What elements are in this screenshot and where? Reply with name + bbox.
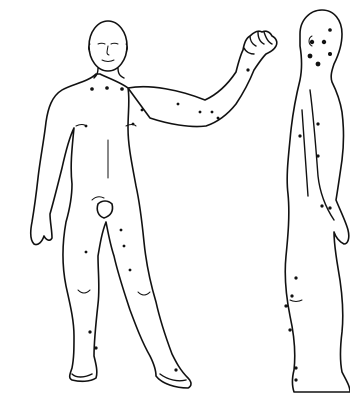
side-point [308,54,313,59]
front-point [177,103,180,106]
front-point [141,109,144,112]
side-point [328,28,332,32]
front-point [120,229,123,232]
front-point [105,86,109,90]
side-point [328,52,332,56]
front-point [174,368,177,371]
front-point [120,87,124,91]
side-body-outline [285,10,350,392]
side-point [284,304,287,307]
side-point [310,40,314,44]
side-point [288,328,291,331]
side-point [298,134,301,137]
side-point [294,366,297,369]
side-point [316,154,319,157]
front-point [85,125,88,128]
side-point [316,62,321,67]
side-point [316,122,319,125]
side-point [328,206,331,209]
front-point [211,111,214,114]
side-view-figure [284,10,350,392]
side-point [294,276,297,279]
front-point [246,68,249,71]
front-point [129,269,132,272]
side-point [290,294,293,297]
front-point [123,245,126,248]
side-point [294,378,297,381]
front-point [85,251,88,254]
front-point [88,330,91,333]
front-point [94,346,97,349]
front-point [132,123,135,126]
front-view-figure [31,21,277,388]
side-point [322,40,326,44]
side-point [320,204,323,207]
front-point [90,87,94,91]
front-point [217,117,220,120]
front-point [199,111,202,114]
